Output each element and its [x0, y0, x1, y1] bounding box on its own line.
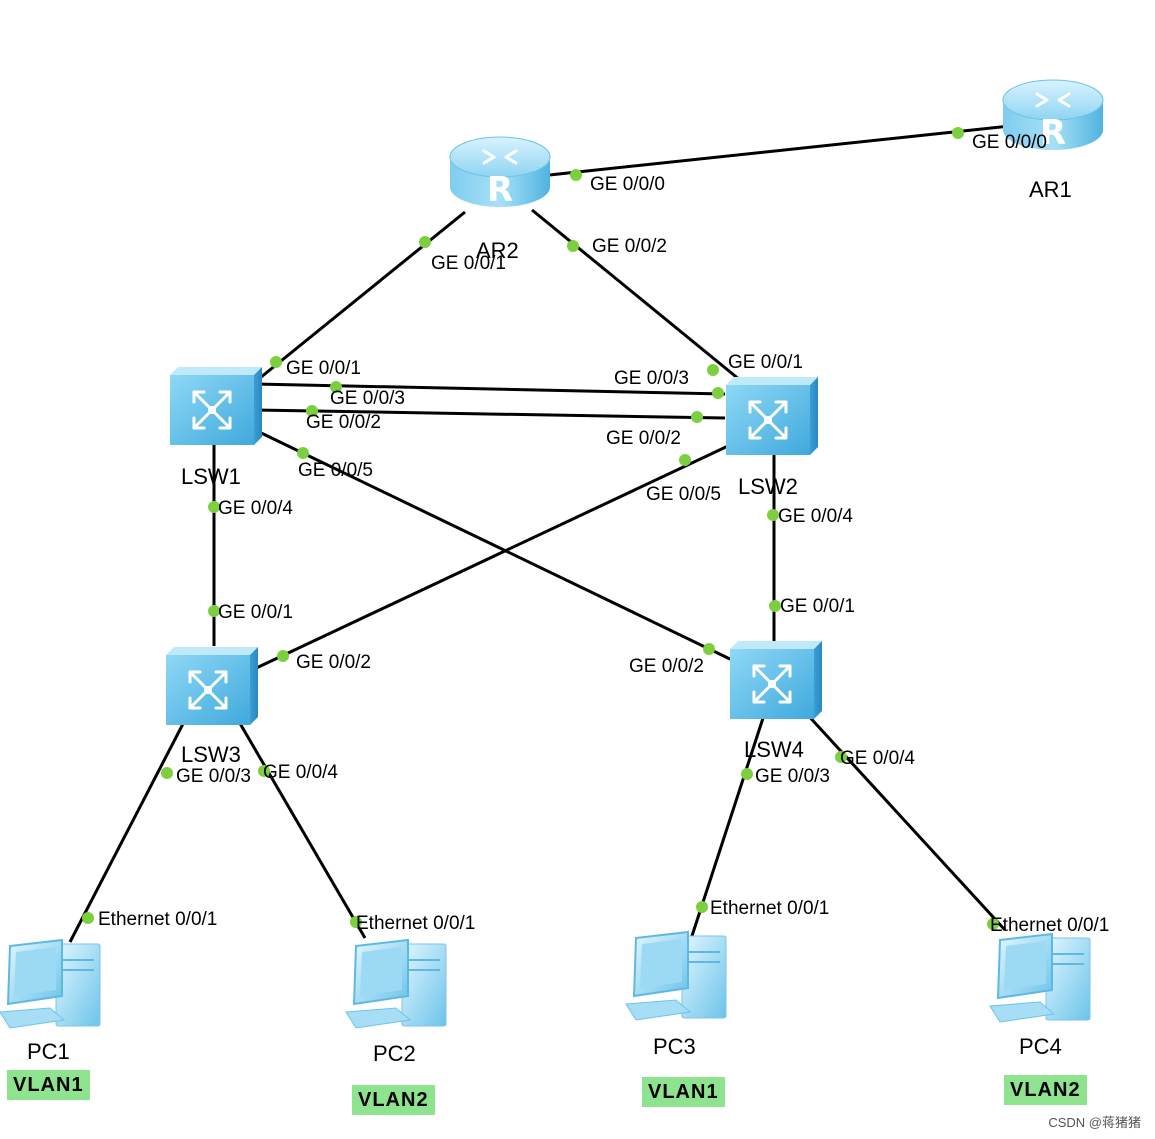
device-name-pc4: PC4	[1019, 1034, 1062, 1059]
port-label: GE 0/0/0	[590, 174, 665, 195]
link-lsw1-lsw2-b	[254, 408, 726, 420]
pc-icon[interactable]	[989, 933, 1091, 1023]
device-name-ar2: AR2	[476, 238, 519, 263]
vlan-badge-pc3: VLAN1	[642, 1077, 725, 1107]
pc-icon[interactable]	[625, 931, 727, 1021]
link-ar2-lsw2	[531, 208, 741, 382]
link-lsw3-pc2	[236, 719, 367, 939]
port-label: GE 0/0/2	[606, 428, 681, 449]
port-label: GE 0/0/3	[614, 368, 689, 389]
pc-icon[interactable]	[345, 939, 447, 1029]
link-lsw4-pc4	[803, 710, 1007, 932]
device-name-lsw3: LSW3	[181, 742, 241, 767]
link-ar2-ar1	[539, 124, 1011, 178]
vlan-badge-pc2: VLAN2	[352, 1085, 435, 1115]
device-name-lsw4: LSW4	[744, 737, 804, 762]
port-label: GE 0/0/3	[176, 766, 251, 787]
port-label: GE 0/0/3	[755, 766, 830, 787]
port-label: GE 0/0/1	[286, 358, 361, 379]
port-label: GE 0/0/5	[298, 460, 373, 481]
port-label: GE 0/0/2	[306, 412, 381, 433]
vlan-badge-pc1: VLAN1	[7, 1070, 90, 1100]
port-label: GE 0/0/3	[330, 388, 405, 409]
port-label: GE 0/0/2	[629, 656, 704, 677]
device-name-pc1: PC1	[27, 1039, 70, 1064]
port-label: Ethernet 0/0/1	[990, 915, 1110, 936]
device-name-ar1: AR1	[1029, 177, 1072, 202]
link-lsw2-lsw3	[251, 444, 729, 672]
port-dots	[82, 127, 999, 930]
device-name-pc3: PC3	[653, 1034, 696, 1059]
watermark: CSDN @蒋猪猪	[1048, 1115, 1141, 1130]
port-label: GE 0/0/1	[728, 352, 803, 373]
switch-icon[interactable]	[728, 639, 824, 721]
port-label: GE 0/0/4	[263, 762, 338, 783]
port-label: GE 0/0/1	[431, 253, 506, 274]
router-icon[interactable]	[448, 135, 552, 212]
port-label: GE 0/0/5	[646, 484, 721, 505]
link-lsw3-pc1	[68, 719, 187, 943]
device-name-lsw1: LSW1	[181, 464, 241, 489]
link-lsw1-lsw4	[254, 428, 733, 662]
port-label: Ethernet 0/0/1	[356, 913, 476, 934]
pc-icon[interactable]	[0, 939, 101, 1029]
port-label: GE 0/0/4	[218, 498, 293, 519]
port-label: Ethernet 0/0/1	[98, 909, 218, 930]
switch-icon[interactable]	[724, 375, 820, 457]
port-label: GE 0/0/2	[592, 236, 667, 257]
vlan-badge-pc4: VLAN2	[1004, 1075, 1087, 1105]
switch-icon[interactable]	[164, 645, 260, 727]
device-name-lsw2: LSW2	[738, 474, 798, 499]
port-label: GE 0/0/4	[840, 748, 915, 769]
switch-icon[interactable]	[168, 365, 264, 447]
port-label: Ethernet 0/0/1	[710, 898, 830, 919]
port-label: GE 0/0/1	[218, 602, 293, 623]
device-name-pc2: PC2	[373, 1041, 416, 1066]
port-label: GE 0/0/0	[972, 132, 1047, 153]
port-label: GE 0/0/1	[780, 596, 855, 617]
port-label: GE 0/0/4	[778, 506, 853, 527]
port-label: GE 0/0/2	[296, 652, 371, 673]
